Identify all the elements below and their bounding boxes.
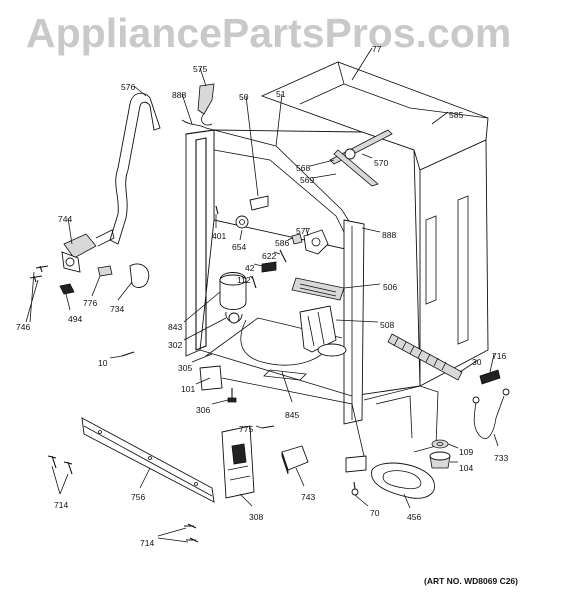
callout-42: 42 — [245, 263, 255, 273]
screw-775 — [261, 425, 275, 429]
callout-845: 845 — [285, 410, 299, 420]
part-586 — [291, 233, 303, 245]
part-50 — [249, 195, 269, 211]
callout-775: 775 — [239, 424, 253, 434]
callout-30: 30 — [472, 357, 482, 367]
base-right-leg — [345, 455, 367, 473]
callout-756: 756 — [131, 492, 145, 502]
part-109 — [431, 439, 449, 449]
callout-50: 50 — [239, 92, 249, 102]
callout-888: 888 — [382, 230, 396, 240]
part-575 — [197, 83, 215, 115]
callout-843: 843 — [168, 322, 182, 332]
callout-569: 569 — [300, 175, 314, 185]
tub-right-wall — [419, 139, 489, 387]
callout-112: 112 — [237, 275, 251, 285]
cable-733 — [473, 395, 505, 439]
watermark: AppliancePartsPros.com — [26, 10, 512, 56]
gasket-888-top — [181, 119, 215, 131]
callout-776: 776 — [83, 298, 97, 308]
base-left-leg — [199, 365, 223, 391]
part-776 — [97, 265, 113, 277]
water-valve — [61, 229, 115, 273]
callout-586: 586 — [275, 238, 289, 248]
screw-10 — [121, 351, 135, 357]
filter-506 — [291, 277, 345, 301]
callout-734: 734 — [110, 304, 124, 314]
callout-570: 570 — [374, 158, 388, 168]
part-716 — [479, 369, 501, 385]
callout-716: 716 — [492, 351, 506, 361]
callout-104: 104 — [459, 463, 473, 473]
part-654 — [235, 215, 249, 229]
part-42 — [261, 261, 277, 273]
callout-401: 401 — [212, 231, 226, 241]
part-401 — [215, 205, 219, 215]
part-306 — [227, 397, 237, 403]
part-622 — [279, 249, 287, 263]
callout-305: 305 — [178, 363, 192, 373]
callout-508: 508 — [380, 320, 394, 330]
upper-spray-arm — [329, 129, 393, 187]
callout-714: 714 — [140, 538, 154, 548]
callout-733: 733 — [494, 453, 508, 463]
callout-888: 888 — [172, 90, 186, 100]
leader-lines — [51, 47, 499, 543]
callout-10: 10 — [98, 358, 108, 368]
callout-70: 70 — [370, 508, 380, 518]
art-number: (ART NO. WD8069 C26) — [424, 576, 518, 586]
callout-306: 306 — [196, 405, 210, 415]
callout-101: 101 — [181, 384, 195, 394]
part-577 — [303, 229, 329, 255]
callout-577: 577 — [296, 226, 310, 236]
callout-585: 585 — [449, 110, 463, 120]
part-734 — [129, 263, 150, 288]
callout-714: 714 — [54, 500, 68, 510]
rail-756 — [81, 417, 215, 503]
callout-654: 654 — [232, 242, 246, 252]
part-112 — [251, 275, 257, 289]
callout-622: 622 — [262, 251, 276, 261]
bracket-494 — [59, 283, 75, 295]
callout-494: 494 — [68, 314, 82, 324]
callout-506: 506 — [383, 282, 397, 292]
screws-714 — [47, 455, 199, 543]
tub-assembly — [185, 61, 489, 473]
callout-302: 302 — [168, 340, 182, 350]
callout-568: 568 — [296, 163, 310, 173]
callout-744: 744 — [58, 214, 72, 224]
callout-575: 575 — [193, 64, 207, 74]
callout-109: 109 — [459, 447, 473, 457]
callout-308: 308 — [249, 512, 263, 522]
heater-and-pump — [219, 272, 247, 324]
callout-labels: 77 576 575 888 50 51 585 570 568 569 744 401 577 888 6… — [16, 44, 508, 548]
tub-left-frame — [185, 129, 215, 357]
callout-743: 743 — [301, 492, 315, 502]
plate-456 — [371, 462, 435, 499]
callout-77: 77 — [372, 44, 382, 54]
tub-right-post — [343, 219, 365, 425]
callout-456: 456 — [407, 512, 421, 522]
callout-746: 746 — [16, 322, 30, 332]
callout-576: 576 — [121, 82, 135, 92]
door-spring — [387, 333, 463, 381]
screws-746 — [25, 265, 49, 323]
callout-51: 51 — [276, 89, 286, 99]
fill-hose — [109, 92, 161, 245]
